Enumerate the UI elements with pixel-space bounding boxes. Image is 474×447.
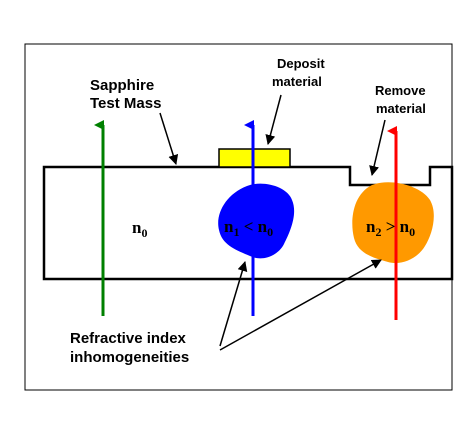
inhomogeneity-low-blob <box>218 183 295 259</box>
pointer-inhomog-high <box>219 259 382 351</box>
pointer-test-mass <box>159 112 179 165</box>
label-deposit-line2: material <box>272 74 322 89</box>
region-bulk-label: n0 <box>132 218 147 240</box>
label-test-mass-line1: Sapphire <box>90 77 154 94</box>
pointer-remove <box>369 119 386 176</box>
label-remove-line2: material <box>376 101 426 116</box>
pointer-deposit <box>265 94 282 145</box>
pointer-inhomog-low <box>219 261 248 347</box>
region-low-label: n1 < n0 <box>224 217 273 239</box>
label-inhomog-line1: Refractive index <box>70 330 187 347</box>
label-inhomog-line2: inhomogeneities <box>70 349 189 366</box>
region-high-label: n2 > n0 <box>366 217 415 239</box>
label-test-mass-line2: Test Mass <box>90 95 161 112</box>
label-remove-line1: Remove <box>375 83 426 98</box>
label-deposit-line1: Deposit <box>277 56 325 71</box>
inhomogeneity-high-blob <box>352 182 434 264</box>
